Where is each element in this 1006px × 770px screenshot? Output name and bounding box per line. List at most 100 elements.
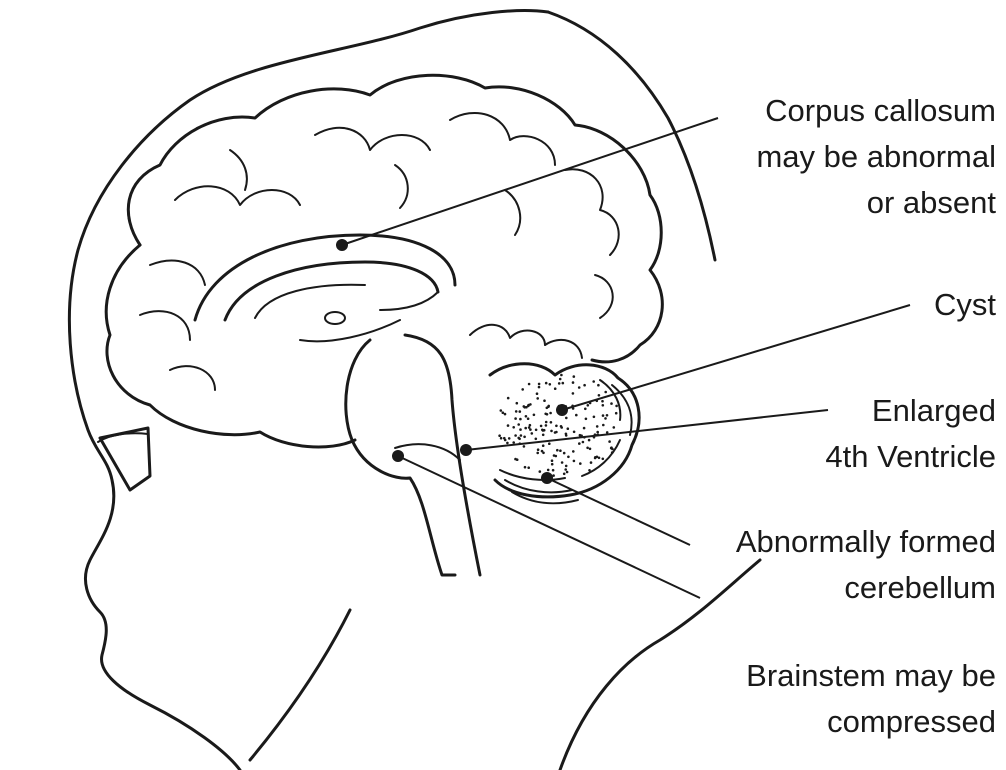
- stipple-dot: [594, 456, 597, 459]
- stipple-dot: [565, 433, 568, 436]
- stipple-dot: [606, 414, 609, 417]
- stipple-dot: [498, 434, 501, 437]
- dot-fourth-ventricle: [460, 444, 472, 456]
- stipple-dot: [519, 410, 522, 413]
- label-brainstem: Brainstem may be compressed: [746, 658, 996, 739]
- label-fourth-ventricle-line-2: 4th Ventricle: [825, 439, 996, 474]
- stipple-dot: [500, 437, 503, 440]
- stipple-dot: [585, 418, 588, 421]
- stipple-dot: [519, 428, 522, 431]
- stipple-dot: [601, 400, 604, 403]
- stipple-dot: [520, 434, 523, 437]
- stipple-dot: [516, 458, 519, 461]
- stipple-dot: [597, 384, 600, 387]
- stipple-dot: [567, 456, 570, 459]
- stipple-dot: [528, 426, 531, 429]
- stipple-dot: [549, 412, 552, 415]
- label-brainstem-line-2: compressed: [827, 704, 996, 739]
- stipple-dot: [553, 454, 556, 457]
- stipple-dot: [586, 447, 589, 450]
- stipple-dot: [587, 404, 590, 407]
- stipple-dot: [610, 446, 613, 449]
- stipple-dot: [536, 397, 539, 400]
- stipple-dot: [528, 383, 531, 386]
- stipple-dot: [551, 463, 554, 466]
- stipple-dot: [536, 392, 539, 395]
- stipple-dot: [604, 417, 607, 420]
- stipple-dot: [554, 387, 557, 390]
- stipple-dot: [535, 429, 538, 432]
- stipple-dot: [507, 424, 510, 427]
- stipple-dot: [535, 438, 538, 441]
- stipple-dot: [583, 384, 586, 387]
- stipple-dot: [567, 427, 570, 430]
- stipple-dot: [559, 378, 562, 381]
- stipple-dot: [539, 470, 542, 473]
- stipple-dot: [610, 402, 613, 405]
- stipple-dot: [573, 431, 576, 434]
- stipple-dot: [549, 383, 552, 386]
- stipple-dot: [525, 415, 528, 418]
- cyst-stipple: [498, 374, 618, 477]
- dot-brainstem: [392, 450, 404, 462]
- stipple-dot: [531, 432, 534, 435]
- stipple-dot: [611, 451, 614, 454]
- label-cerebellum-line-1: Abnormally formed: [736, 524, 996, 559]
- stipple-dot: [589, 448, 592, 451]
- stipple-dot: [547, 405, 550, 408]
- stipple-dot: [608, 440, 611, 443]
- stipple-dot: [565, 417, 568, 420]
- stipple-dot: [573, 375, 576, 378]
- stipple-dot: [552, 469, 555, 472]
- stipple-dot: [546, 407, 549, 410]
- stipple-dot: [527, 466, 530, 469]
- stipple-dot: [602, 404, 605, 407]
- stipple-dot: [561, 461, 564, 464]
- stipple-dot: [572, 392, 575, 395]
- stipple-dot: [578, 386, 581, 389]
- stipple-dot: [517, 423, 520, 426]
- label-cyst: Cyst: [934, 287, 996, 322]
- cerebrum: [106, 75, 662, 447]
- stipple-dot: [559, 449, 562, 452]
- dot-corpus-callosum: [336, 239, 348, 251]
- label-brainstem-line-1: Brainstem may be: [746, 658, 996, 693]
- stipple-dot: [615, 412, 618, 415]
- stipple-dot: [527, 405, 530, 408]
- stipple-dot: [506, 442, 509, 445]
- stipple-dot: [572, 381, 575, 384]
- stipple-dot: [547, 469, 550, 472]
- stipple-dot: [573, 460, 576, 463]
- stipple-dot: [542, 444, 545, 447]
- label-cerebellum-line-2: cerebellum: [844, 570, 996, 605]
- stipple-dot: [550, 421, 553, 424]
- stipple-dot: [541, 450, 544, 453]
- stipple-dot: [545, 382, 548, 385]
- label-corpus-callosum-line-3: or absent: [867, 185, 997, 220]
- stipple-dot: [579, 462, 582, 465]
- stipple-dot: [596, 425, 599, 428]
- stipple-dot: [584, 408, 587, 411]
- stipple-dot: [542, 429, 545, 432]
- stipple-dot: [565, 465, 568, 468]
- stipple-dot: [572, 450, 575, 453]
- stipple-dot: [508, 437, 511, 440]
- stipple-dot: [536, 452, 539, 455]
- stipple-dot: [554, 431, 557, 434]
- stipple-dot: [556, 449, 559, 452]
- stipple-dot: [527, 417, 530, 420]
- label-corpus-callosum-line-2: may be abnormal: [756, 139, 996, 174]
- stipple-dot: [564, 468, 567, 471]
- leader-cerebellum: [547, 478, 690, 545]
- stipple-dot: [544, 413, 547, 416]
- stipple-dot: [512, 426, 515, 429]
- stipple-dot: [550, 430, 553, 433]
- stipple-dot: [613, 426, 616, 429]
- stipple-dot: [515, 410, 518, 413]
- stipple-dot: [529, 403, 532, 406]
- stipple-dot: [551, 459, 554, 462]
- stipple-dot: [578, 442, 581, 445]
- stipple-dot: [548, 442, 551, 445]
- stipple-dot: [588, 469, 591, 472]
